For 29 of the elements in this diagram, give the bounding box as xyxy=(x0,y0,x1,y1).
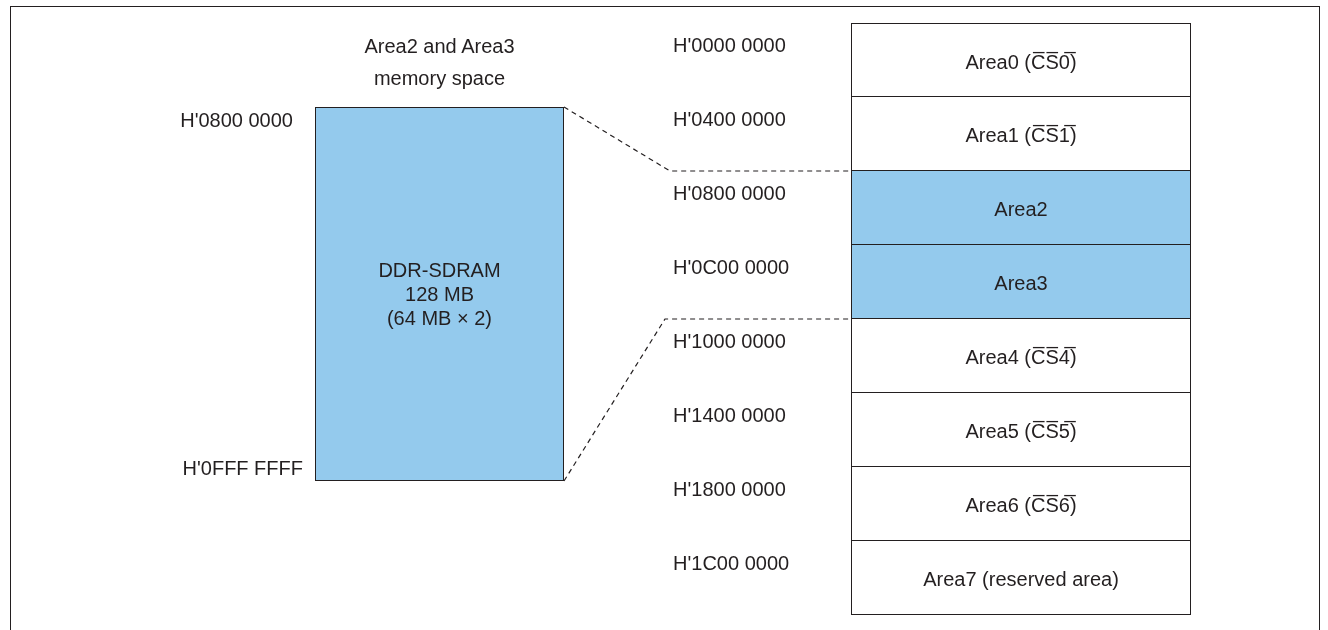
address-label: H'1400 0000 xyxy=(673,403,786,428)
address-label: H'1C00 0000 xyxy=(673,551,790,576)
block-label: DDR-SDRAM 128 MB (64 MB × 2) xyxy=(378,258,501,330)
memory-area-row xyxy=(851,171,1191,245)
area-label: Area1 (C̅S̅1̅) xyxy=(965,124,1077,147)
address-label: H'0800 0000 xyxy=(673,181,786,206)
memory-area-row xyxy=(851,23,1191,97)
address-label: H'0000 0000 xyxy=(673,33,786,58)
area-label: Area4 (C̅S̅4̅) xyxy=(965,346,1077,369)
memory-area-row xyxy=(851,97,1191,171)
memory-area-row xyxy=(851,393,1191,467)
memory-area-row xyxy=(851,319,1191,393)
address-label: H'0400 0000 xyxy=(673,107,786,132)
area-label: Area3 xyxy=(994,272,1048,295)
address-label: H'0FFF FFFF xyxy=(182,456,303,481)
address-label: H'1000 0000 xyxy=(673,329,786,354)
memory-area-row xyxy=(851,245,1191,319)
area-label: Area7 (reserved area) xyxy=(923,568,1119,591)
area-label: Area5 (C̅S̅5̅) xyxy=(965,420,1077,443)
address-label: H'0800 0000 xyxy=(180,108,293,133)
address-label: H'0C00 0000 xyxy=(673,255,790,280)
memory-area-row xyxy=(851,467,1191,541)
memory-block xyxy=(315,107,564,481)
block-heading: Area2 and Area3 memory space xyxy=(363,34,516,91)
area-label: Area2 xyxy=(994,198,1048,221)
memory-area-row xyxy=(851,541,1191,615)
area-label: Area0 (C̅S̅0̅) xyxy=(965,50,1077,74)
area-label: Area6 (C̅S̅6̅) xyxy=(965,494,1077,517)
address-label: H'1800 0000 xyxy=(673,477,786,502)
